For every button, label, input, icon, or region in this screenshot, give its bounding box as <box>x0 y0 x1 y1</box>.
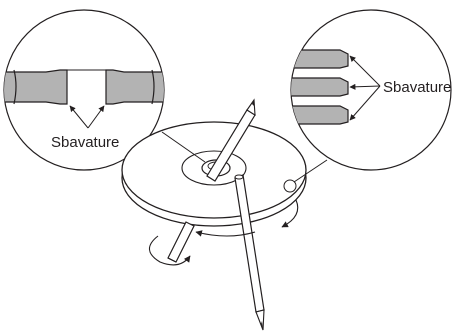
left-callout-leader <box>161 131 206 163</box>
right-break-mark <box>151 69 155 105</box>
right-callout: Sbavature <box>290 9 452 171</box>
rotation-arrow-right <box>281 199 299 228</box>
pencil-lower <box>167 221 195 263</box>
left-disc-section <box>4 69 164 105</box>
right-burr-arrow-1 <box>349 55 381 87</box>
left-burr-arrow-2 <box>87 105 105 129</box>
right-callout-label: Sbavature <box>383 79 451 96</box>
right-burr-arrow-3 <box>349 85 381 121</box>
left-burr-arrow-1 <box>69 105 89 129</box>
right-callout-leader <box>293 159 328 183</box>
rotation-arrow-bottom <box>195 230 256 237</box>
right-disc-stack <box>291 49 349 125</box>
pencil-center <box>206 98 256 182</box>
edge-burr-marker <box>283 179 297 193</box>
left-callout-label: Sbavature <box>51 134 119 151</box>
pencil-edge <box>234 174 265 331</box>
left-callout: Sbavature <box>3 9 165 171</box>
right-burr-arrow-2 <box>349 83 381 90</box>
rotation-arrow-spin <box>148 235 191 266</box>
disc-inner-ring <box>181 150 247 186</box>
left-break-mark <box>13 69 17 105</box>
